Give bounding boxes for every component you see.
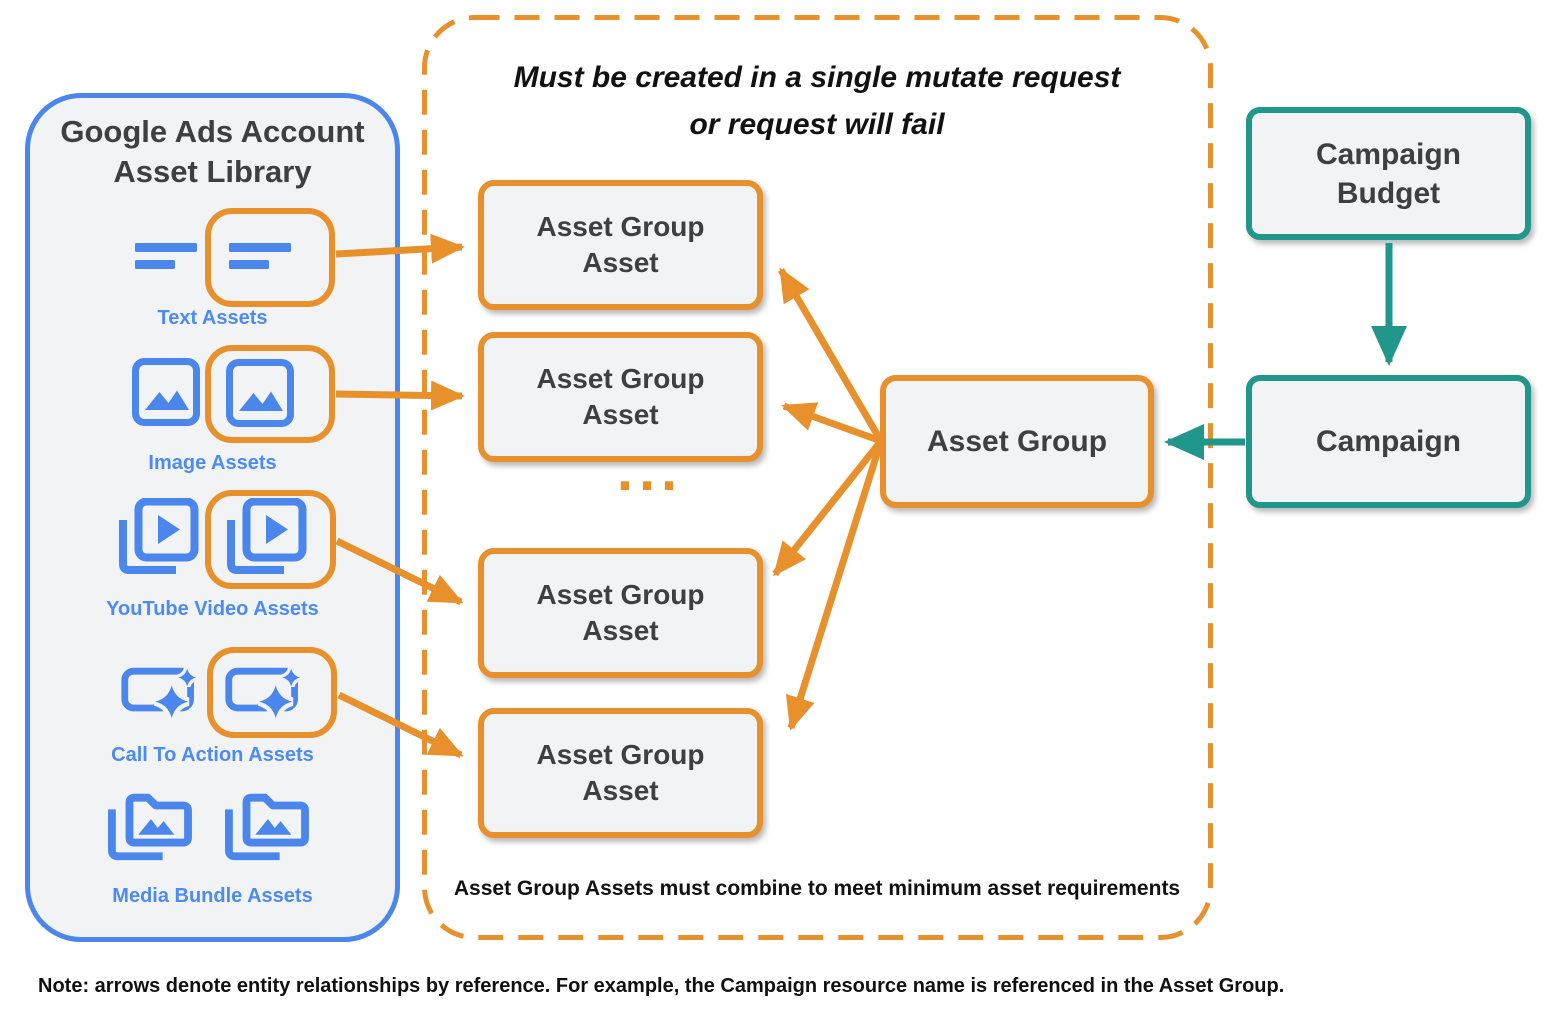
- asset-requirements-note: Asset Group Assets must combine to meet …: [453, 877, 1181, 900]
- asset-group-asset-label: Asset Group Asset: [536, 362, 705, 430]
- asset-group-box: Asset Group: [880, 375, 1154, 508]
- asset-group-asset-label: Asset Group Asset: [536, 210, 705, 278]
- image-assets-icon: [226, 359, 294, 427]
- arrow-asset-group-to-asset-group-asset-1: [777, 267, 885, 443]
- text-assets-highlight-box: [205, 208, 335, 307]
- call-to-action-assets-icon: [121, 662, 205, 722]
- text-assets-label: Text Assets: [157, 307, 268, 329]
- media-bundle-assets-icon: [221, 786, 311, 866]
- more-assets-ellipsis: ...: [616, 438, 684, 503]
- image-assets-label: Image Assets: [148, 452, 277, 474]
- asset-library-title: Google Ads Account Asset Library: [60, 114, 365, 189]
- youtube-video-assets-icon: [116, 498, 200, 578]
- campaign-label: Campaign: [1315, 425, 1462, 458]
- image-assets-icon: [132, 358, 200, 426]
- asset-group-asset-box-4: Asset Group Asset: [478, 708, 763, 838]
- campaign-box: Campaign: [1246, 375, 1531, 508]
- asset-group-asset-label: Asset Group Asset: [536, 738, 705, 806]
- youtube-video-assets-icon: [224, 498, 308, 578]
- text-assets-icon: [135, 243, 197, 271]
- campaign-budget-box: Campaign Budget: [1246, 107, 1531, 240]
- call-to-action-assets-label: Call To Action Assets: [111, 744, 314, 766]
- asset-group-asset-box-3: Asset Group Asset: [478, 548, 763, 678]
- arrow-asset-group-to-asset-group-asset-3: [772, 438, 884, 577]
- campaign-budget-label: Campaign Budget: [1315, 137, 1462, 210]
- media-bundle-assets-icon: [104, 786, 194, 866]
- arrow-asset-group-to-asset-group-asset-2: [781, 402, 883, 445]
- asset-group-asset-box-1: Asset Group Asset: [478, 180, 763, 310]
- mutate-request-title: Must be created in a single mutate reque…: [513, 61, 1121, 141]
- media-bundle-assets-label: Media Bundle Assets: [112, 885, 313, 907]
- youtube-video-assets-label: YouTube Video Assets: [106, 598, 319, 620]
- footnote: Note: arrows denote entity relationships…: [38, 975, 1285, 997]
- text-assets-icon: [229, 243, 291, 271]
- call-to-action-assets-icon: [225, 662, 309, 722]
- call-to-action-assets-highlight-box: [207, 647, 337, 738]
- image-assets-highlight-box: [205, 345, 335, 443]
- asset-group-asset-label: Asset Group Asset: [536, 578, 705, 646]
- arrow-asset-group-to-asset-group-asset-4: [785, 439, 885, 731]
- asset-group-label: Asset Group: [926, 425, 1108, 458]
- youtube-video-assets-highlight-box: [205, 490, 336, 589]
